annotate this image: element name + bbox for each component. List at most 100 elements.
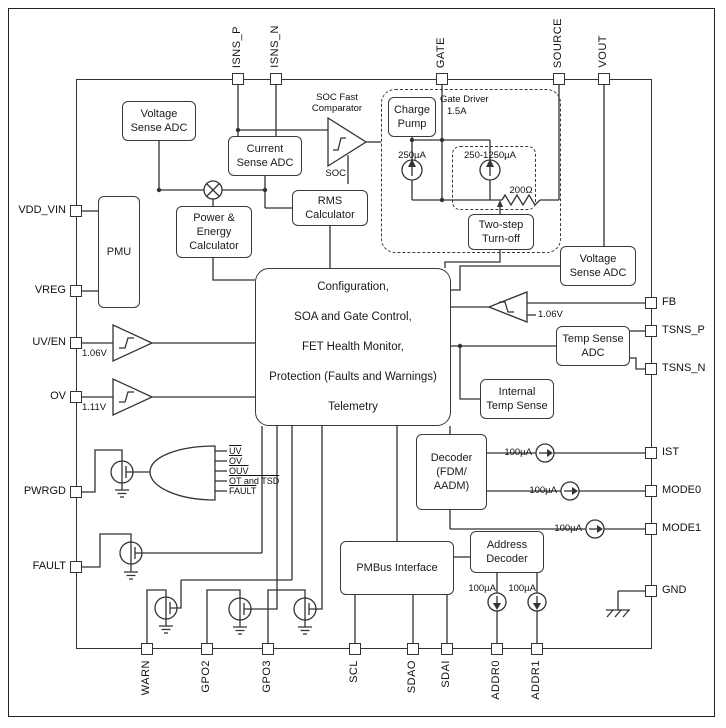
outer-frame	[8, 8, 715, 717]
pin-label-gnd: GND	[662, 584, 687, 596]
pin-label-fault: FAULT	[32, 560, 66, 572]
and-input-ouv: OUV	[229, 466, 249, 476]
pin-ov	[70, 391, 82, 403]
current-source-250ua-icon	[401, 159, 423, 181]
block-central-controller: Configuration, SOA and Gate Control, FET…	[255, 268, 451, 426]
ground-symbols	[115, 489, 312, 635]
pin-label-gate: GATE	[435, 36, 447, 68]
block-current-sense-adc: Current Sense ADC	[228, 136, 302, 176]
block-voltage-sense-adc-left: Voltage Sense ADC	[122, 101, 196, 141]
pin-vout	[598, 73, 610, 85]
block-power-energy-calculator: Power & Energy Calculator	[176, 206, 252, 258]
pin-isns-p	[232, 73, 244, 85]
ist-current-label: 100µA	[504, 447, 532, 458]
current-source-addr1-icon	[527, 592, 547, 612]
pin-tsns-n	[645, 363, 657, 375]
pin-label-gpo3: GPO3	[261, 660, 273, 693]
current-source-addr0-icon	[487, 592, 507, 612]
pin-mode0	[645, 485, 657, 497]
pin-label-sdao: SDAO	[406, 660, 418, 694]
ov-ref-label: 1.11V	[82, 402, 107, 413]
pin-label-uv-en: UV/EN	[32, 336, 66, 348]
current-source-mode1-icon	[585, 519, 605, 539]
pin-addr1	[531, 643, 543, 655]
pin-label-mode1: MODE1	[662, 522, 702, 534]
pin-label-vout: VOUT	[597, 35, 609, 68]
current-source-ist-icon	[535, 443, 555, 463]
strong-pulldown-region	[452, 146, 536, 210]
pin-label-ist: IST	[662, 446, 680, 458]
pin-warn	[141, 643, 153, 655]
block-rms-calculator: RMS Calculator	[292, 190, 368, 226]
block-address-decoder: Address Decoder	[470, 531, 544, 573]
pin-uv-en	[70, 337, 82, 349]
pin-vdd-vin	[70, 205, 82, 217]
mode0-current-label: 100µA	[529, 485, 557, 496]
mosfet-fault-icon	[119, 541, 143, 565]
pin-sdai	[441, 643, 453, 655]
pin-addr0	[491, 643, 503, 655]
pin-ist	[645, 447, 657, 459]
pin-mode1	[645, 523, 657, 535]
pin-sdao	[407, 643, 419, 655]
and-input-ov: OV	[229, 456, 243, 466]
pin-source	[553, 73, 565, 85]
gate-driver-label: Gate Driver	[440, 94, 489, 105]
pin-tsns-p	[645, 325, 657, 337]
block-internal-temp-sense: Internal Temp Sense	[480, 379, 554, 419]
and-input-ot-tsd: OT and TSD	[229, 476, 280, 486]
i250-1250-label: 250-1250µA	[464, 150, 516, 161]
pin-label-fb: FB	[662, 296, 677, 308]
pin-fb	[645, 297, 657, 309]
ov-comparator-icon	[112, 377, 154, 417]
pin-label-ov: OV	[50, 390, 66, 402]
mosfet-gpo2-icon	[228, 597, 252, 621]
addr1-current-label: 100µA	[508, 583, 536, 594]
pin-gpo2	[201, 643, 213, 655]
pin-label-gpo2: GPO2	[200, 660, 212, 693]
mode1-current-label: 100µA	[554, 523, 582, 534]
addr0-current-label: 100µA	[468, 583, 496, 594]
r200-label: 200Ω	[509, 185, 533, 196]
pin-label-vreg: VREG	[34, 284, 66, 296]
block-voltage-sense-adc-right: Voltage Sense ADC	[560, 246, 636, 286]
gate-driver-current-label: 1.5A	[447, 106, 467, 117]
junction-dots	[156, 127, 463, 349]
block-two-step-turnoff: Two-step Turn-off	[468, 214, 534, 250]
pin-label-tsns-n: TSNS_N	[662, 362, 706, 374]
current-source-mode0-icon	[560, 481, 580, 501]
and-input-uv: UV	[229, 446, 242, 456]
uv-comparator-icon	[112, 323, 154, 363]
pin-label-pwrgd: PWRGD	[23, 485, 66, 497]
pin-label-tsns-p: TSNS_P	[662, 324, 705, 336]
pin-label-addr1: ADDR1	[530, 660, 542, 700]
block-decoder: Decoder (FDM/ AADM)	[416, 434, 487, 510]
two-step-arrow-icon	[497, 200, 503, 214]
and-input-fault: FAULT	[229, 486, 257, 496]
gate-driver-region	[381, 89, 561, 253]
pin-gpo3	[262, 643, 274, 655]
pin-vreg	[70, 285, 82, 297]
pin-label-sdai: SDAI	[440, 660, 452, 688]
soc-comparator-icon	[327, 116, 368, 168]
mosfet-gpo3-icon	[293, 597, 317, 621]
soc-label: SOC	[325, 168, 346, 179]
and-gate-icon	[149, 445, 216, 501]
earth-ground-icon	[606, 609, 630, 618]
block-pmbus-interface: PMBus Interface	[340, 541, 454, 595]
fb-comparator-icon	[487, 291, 528, 323]
mosfet-warn-icon	[154, 596, 178, 620]
pin-label-isns-p: ISNS_P	[231, 25, 243, 68]
multiplier-icon	[203, 180, 223, 200]
block-temp-sense-adc: Temp Sense ADC	[556, 326, 630, 366]
pin-pwrgd	[70, 486, 82, 498]
current-source-250-1250ua-icon	[479, 159, 501, 181]
block-charge-pump: Charge Pump	[388, 97, 436, 137]
pin-label-isns-n: ISNS_N	[269, 25, 281, 68]
pin-label-mode0: MODE0	[662, 484, 702, 496]
uv-ref-label: 1.06V	[82, 348, 107, 359]
pin-label-warn: WARN	[140, 660, 152, 696]
fb-ref-label: 1.06V	[538, 309, 563, 320]
